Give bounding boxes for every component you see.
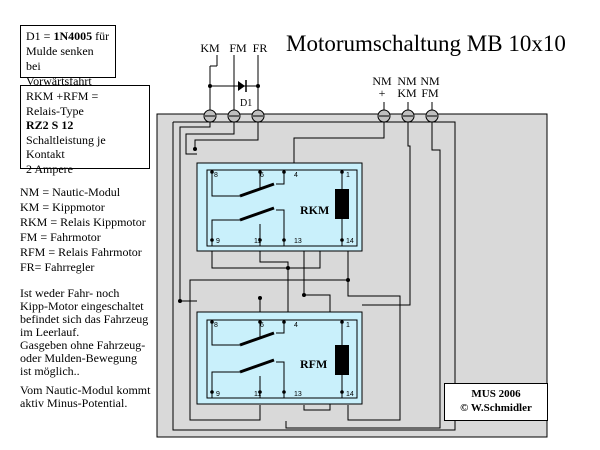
explanation: Ist weder Fahr- noch Kipp-Motor eingesch… — [20, 287, 150, 410]
relay-label-rfm: RFM — [300, 357, 327, 371]
explanation-line: oder Mulden-Bewegung — [20, 351, 137, 365]
legend: NM = Nautic-Modul KM = Kippmotor RKM = R… — [20, 185, 146, 275]
pin-label: 4 — [294, 322, 298, 329]
pin-label: 8 — [214, 322, 218, 329]
junction-dots — [178, 84, 350, 303]
relay-rkm: 8 6 4 1 9 11 13 14 RKM — [196, 162, 363, 252]
relay-note-type: RZ2 S 12 — [26, 118, 74, 132]
credit-line1: MUS 2006 — [471, 388, 521, 400]
credit-box: MUS 2006 © W.Schmidler — [444, 383, 548, 421]
terminal-label-km: KM — [200, 41, 220, 55]
pin-label: 13 — [294, 238, 302, 245]
terminal-label-nm-plus: NM+ — [372, 74, 392, 100]
explanation-line: befindet sich das Fahrzeug — [20, 312, 149, 326]
relay-label-rkm: RKM — [300, 203, 329, 217]
terminal-label-fm: FM — [229, 41, 247, 55]
diode-label: D1 — [240, 98, 252, 109]
diode-note: D1 = 1N4005 für Mulde senken bei Vorwärt… — [20, 25, 116, 88]
legend-rfm: RFM = Relais Fahrmotor — [20, 245, 142, 259]
legend-rkm: RKM = Relais Kippmotor — [20, 215, 146, 229]
pin-label: 11 — [254, 391, 261, 398]
explanation-line: Gasgeben ohne Fahrzeug- — [20, 338, 146, 352]
pin-label: 13 — [294, 391, 302, 398]
pin-label: 9 — [216, 238, 220, 245]
pin-label: 8 — [214, 172, 218, 179]
coil — [335, 345, 349, 375]
explanation-line: ist möglich.. — [20, 364, 80, 378]
pin-label: 11 — [254, 238, 261, 245]
relay-note-line4: Schaltleistung je Kontakt — [26, 132, 106, 162]
diode-note-line2: Mulde senken bei — [26, 44, 94, 73]
pin-label: 1 — [346, 322, 350, 329]
coil — [335, 189, 349, 219]
pin-label: 4 — [294, 172, 298, 179]
pin-label: 9 — [216, 391, 220, 398]
explanation-line: Ist weder Fahr- noch — [20, 286, 120, 300]
page-title: Motorumschaltung MB 10x10 — [286, 31, 566, 56]
relay-note: RKM +RFM = Relais-Type RZ2 S 12 Schaltle… — [20, 85, 150, 176]
pin-label: 1 — [346, 172, 350, 179]
legend-fm: FM = Fahrmotor — [20, 230, 101, 244]
pin-label: 14 — [346, 391, 354, 398]
wiring — [172, 121, 456, 431]
legend-fr: FR= Fahrregler — [20, 260, 95, 274]
explanation-line: aktiv Minus-Potential. — [20, 396, 128, 410]
explanation-line: im Leerlauf. — [20, 325, 80, 339]
credit-line2: © W.Schmidler — [460, 402, 532, 414]
pin-label: 6 — [260, 172, 264, 179]
diode-note-line1: D1 = 1N4005 für — [26, 29, 110, 43]
diode-note-line3: Vorwärtsfahrt — [26, 74, 92, 88]
terminal-label-fr: FR — [252, 41, 268, 55]
pin-label: 14 — [346, 238, 354, 245]
explanation-line: Vom Nautic-Modul kommt — [20, 383, 151, 397]
legend-km: KM = Kippmotor — [20, 200, 105, 214]
relay-rfm: 8 6 4 1 9 11 13 14 RFM — [196, 311, 363, 405]
legend-nm: NM = Nautic-Modul — [20, 185, 121, 199]
pin-label: 6 — [260, 322, 264, 329]
relay-note-line2: Relais-Type — [26, 103, 84, 118]
relay-note-line1: RKM +RFM = — [26, 89, 99, 103]
explanation-line: Kipp-Motor eingeschaltet — [20, 299, 144, 313]
diode-d1: D1 — [209, 55, 259, 110]
relay-note-line5: 2 Ampere — [26, 161, 73, 176]
